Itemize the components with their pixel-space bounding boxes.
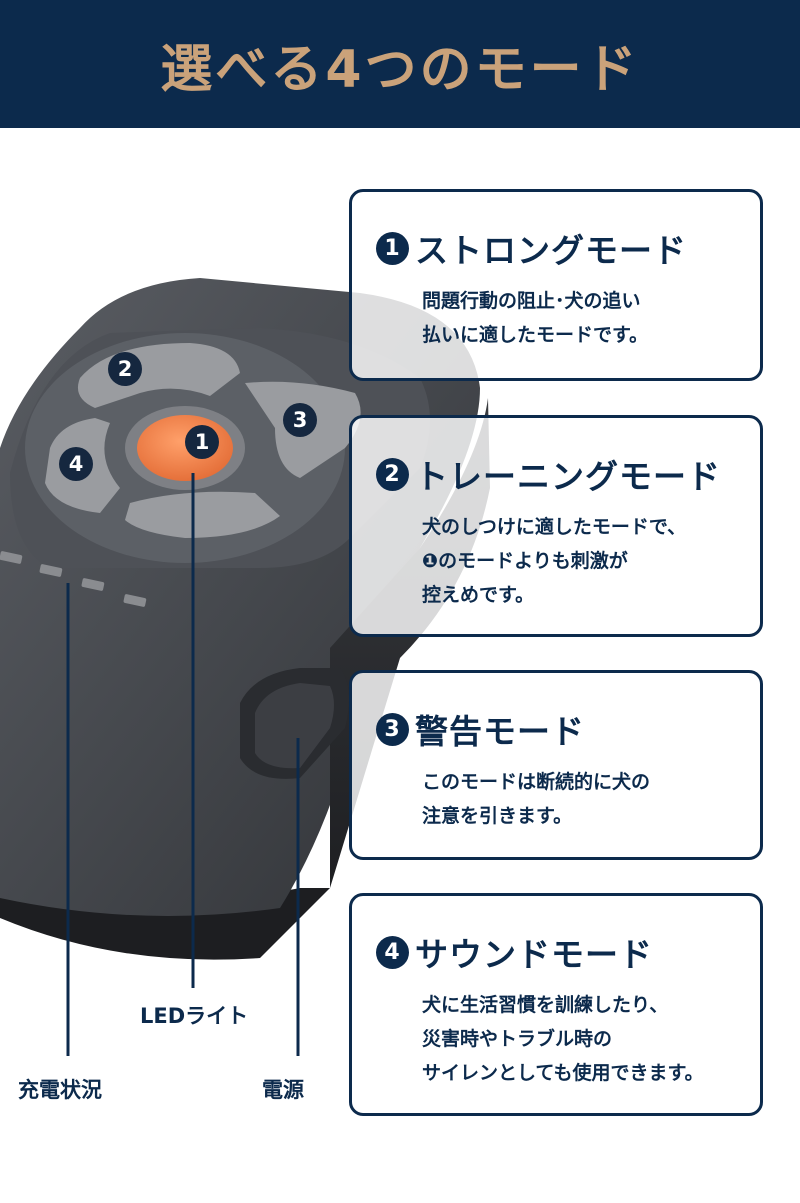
- charge-led-2: [39, 564, 63, 577]
- charge-status-label: 充電状況: [18, 1078, 102, 1102]
- mode-title-strong: 1 ストロングモード: [376, 224, 687, 272]
- center-button: [137, 415, 233, 481]
- button-4-number: 4: [59, 447, 93, 481]
- mode-card-warning: 3 警告モード このモードは断続的に犬の 注意を引きます。: [349, 670, 763, 860]
- description-line: 問題行動の阻止･犬の追い: [422, 290, 641, 312]
- button-1-number: 1: [185, 425, 219, 459]
- led-light-label: LEDライト: [140, 1004, 249, 1028]
- description-line: 犬のしつけに適したモードで、: [422, 516, 687, 538]
- mode-description: このモードは断続的に犬の 注意を引きます。: [422, 765, 752, 833]
- description-line: 犬に生活習慣を訓練したり、: [422, 994, 669, 1016]
- mode-number-badge: 1: [376, 231, 409, 265]
- description-line: 災害時やトラブル時の: [422, 1028, 613, 1050]
- page-title: 選べる4つのモード: [160, 39, 640, 100]
- power-label: 電源: [262, 1078, 304, 1102]
- description-line: サイレンとしても使用できます。: [422, 1062, 704, 1084]
- mode-title-text: サウンドモード: [415, 935, 653, 974]
- description-line: このモードは断続的に犬の: [422, 771, 651, 793]
- mode-card-sound: 4 サウンドモード 犬に生活習慣を訓練したり、 災害時やトラブル時の サイレンと…: [349, 893, 763, 1116]
- mode-title-text: ストロングモード: [415, 231, 687, 270]
- description-line: ❶のモードよりも刺激が: [422, 550, 628, 572]
- mode-title-training: 2 トレーニングモード: [376, 450, 721, 498]
- mode-number-badge: 3: [376, 712, 409, 746]
- mode-title-text: 警告モード: [415, 712, 585, 751]
- mode-title-warning: 3 警告モード: [376, 705, 585, 753]
- power-switch: [255, 683, 334, 769]
- charge-led-1: [0, 551, 23, 564]
- mode-title-sound: 4 サウンドモード: [376, 928, 653, 976]
- mode-card-training: 2 トレーニングモード 犬のしつけに適したモードで、 ❶のモードよりも刺激が 控…: [349, 415, 763, 637]
- button-led-shape: [125, 491, 280, 538]
- button-2-number: 2: [108, 352, 142, 386]
- charge-led-3: [81, 578, 105, 591]
- description-line: 払いに適したモードです。: [422, 324, 649, 346]
- mode-description: 犬に生活習慣を訓練したり、 災害時やトラブル時の サイレンとしても使用できます。: [422, 988, 752, 1090]
- mode-number-badge: 2: [376, 457, 409, 491]
- description-line: 注意を引きます。: [422, 805, 573, 827]
- mode-description: 問題行動の阻止･犬の追い 払いに適したモードです。: [422, 284, 752, 352]
- button-3-number: 3: [283, 403, 317, 437]
- header-banner: 選べる4つのモード: [0, 0, 800, 128]
- description-line: 控えめです。: [422, 584, 535, 606]
- mode-number-badge: 4: [376, 935, 409, 969]
- charge-led-4: [123, 594, 147, 607]
- mode-title-text: トレーニングモード: [415, 457, 721, 496]
- mode-description: 犬のしつけに適したモードで、 ❶のモードよりも刺激が 控えめです。: [422, 510, 752, 612]
- mode-card-strong: 1 ストロングモード 問題行動の阻止･犬の追い 払いに適したモードです。: [349, 189, 763, 381]
